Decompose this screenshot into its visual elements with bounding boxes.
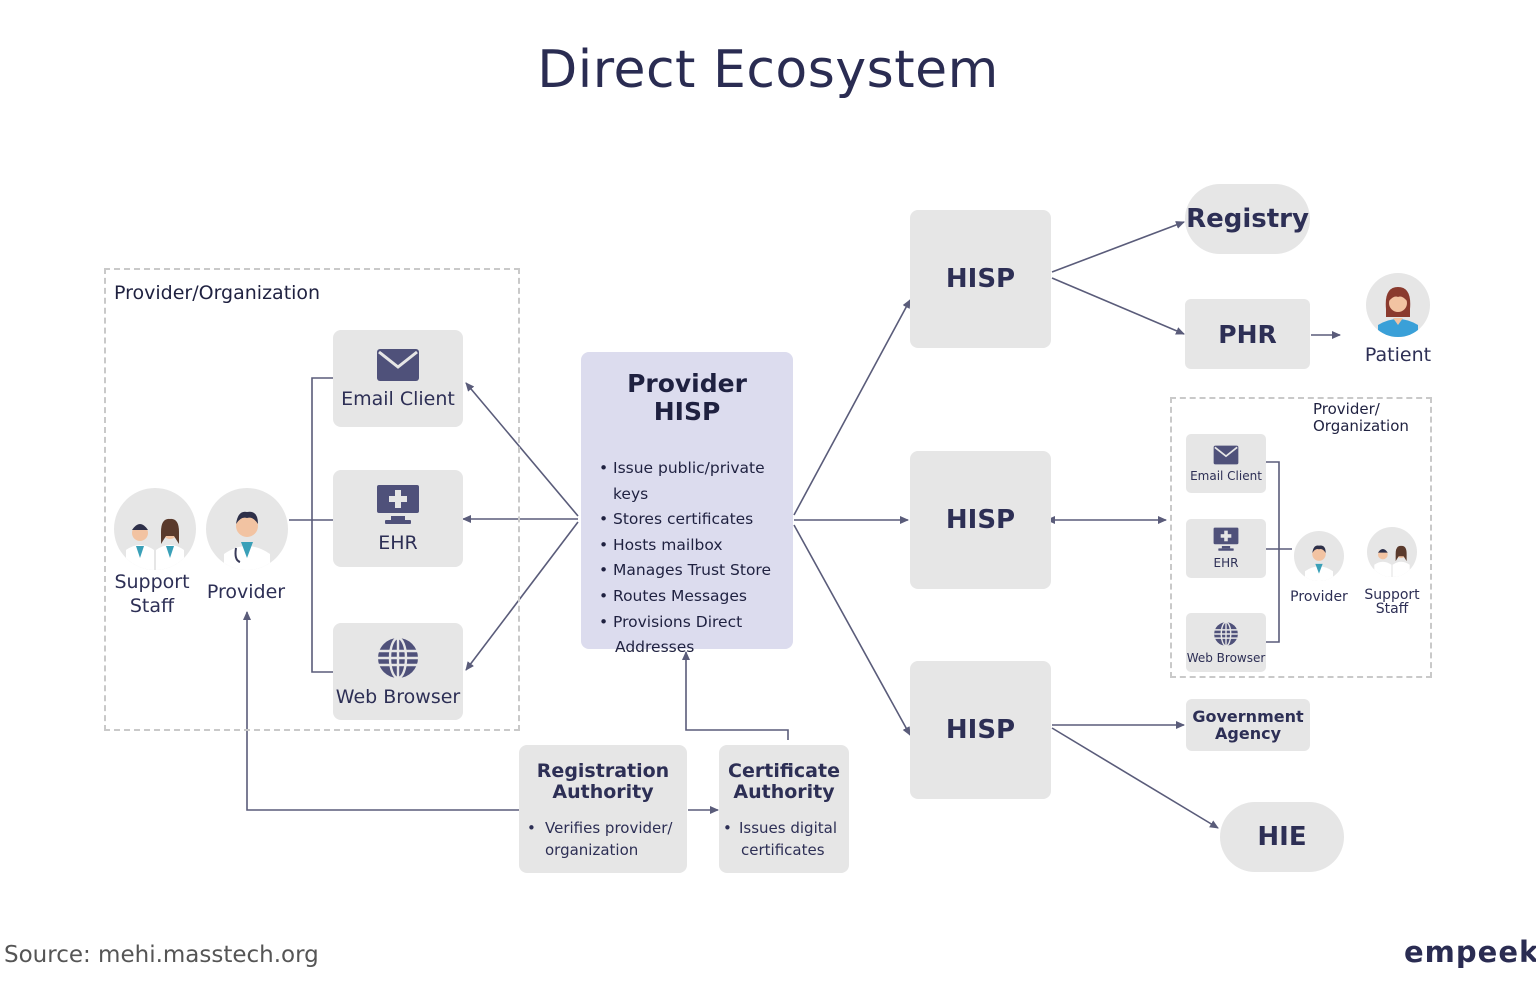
diagram-title: Direct Ecosystem <box>537 40 999 100</box>
globe-icon <box>378 636 418 679</box>
right-org-container <box>1170 397 1432 678</box>
right-support-staff-label: Support Staff <box>1364 587 1420 617</box>
source-credit: Source: mehi.masstech.org <box>4 942 319 968</box>
monitor-medical-icon <box>377 484 419 524</box>
left-org-label: Provider/Organization <box>114 282 321 304</box>
certificate-authority-title: Certificate Authority <box>728 760 840 803</box>
registration-authority-title: Registration Authority <box>536 760 670 803</box>
right-email-client-label: Email Client <box>1190 468 1262 483</box>
right-ehr[interactable]: EHR <box>1186 519 1266 578</box>
monitor-medical-icon <box>1213 527 1239 551</box>
list-item: Routes Messages <box>599 584 793 610</box>
patient-label: Patient <box>1364 344 1432 366</box>
right-email-client[interactable]: Email Client <box>1186 434 1266 493</box>
list-item: Addresses <box>615 638 695 657</box>
hisp-box-bottom[interactable]: HISP <box>910 661 1051 799</box>
right-support-staff-avatar <box>1367 527 1417 577</box>
left-ehr[interactable]: EHR <box>333 470 463 567</box>
left-org-container <box>104 268 520 731</box>
provider-hisp-title: Provider HISP <box>627 369 747 426</box>
right-web-browser[interactable]: Web Browser <box>1186 613 1266 672</box>
support-staff-label: Support Staff <box>114 571 190 617</box>
web-browser-label: Web Browser <box>335 685 461 708</box>
registration-authority-box[interactable]: Registration Authority Verifies provider… <box>519 745 687 873</box>
list-item: Hosts mailbox <box>599 533 793 559</box>
hie-node[interactable]: HIE <box>1220 802 1344 872</box>
right-provider-label: Provider <box>1290 589 1348 605</box>
list-item: Issue public/private keys <box>599 456 793 507</box>
registration-authority-bullet: Verifies provider/ organization <box>519 817 687 861</box>
brand-logo: empeek <box>1404 935 1536 969</box>
right-org-label: Provider/ Organization <box>1313 400 1409 435</box>
list-item: Manages Trust Store <box>599 558 793 584</box>
globe-icon <box>1214 620 1238 647</box>
government-agency-node[interactable]: Government Agency <box>1186 699 1310 751</box>
support-staff-avatar <box>114 488 196 570</box>
list-item: Stores certificates <box>599 507 793 533</box>
provider-hisp-box[interactable]: Provider HISP Issue public/private keys … <box>581 352 793 656</box>
ehr-label: EHR <box>378 531 418 554</box>
certificate-authority-bullet: Issues digital certificates <box>719 817 849 861</box>
envelope-icon <box>1213 445 1239 464</box>
provider-avatar <box>206 488 288 570</box>
right-provider-avatar <box>1294 531 1344 581</box>
patient-avatar <box>1366 273 1430 337</box>
hisp-box-top[interactable]: HISP <box>910 210 1051 348</box>
certificate-authority-box[interactable]: Certificate Authority Issues digital cer… <box>719 745 849 873</box>
provider-label: Provider <box>206 581 286 603</box>
right-ehr-label: EHR <box>1213 556 1239 570</box>
hisp-box-middle[interactable]: HISP <box>910 451 1051 589</box>
left-email-client[interactable]: Email Client <box>333 330 463 427</box>
envelope-icon <box>377 348 419 381</box>
phr-node[interactable]: PHR <box>1185 299 1310 369</box>
registry-node[interactable]: Registry <box>1185 184 1310 254</box>
list-item: Provisions Direct <box>599 610 793 636</box>
email-client-label: Email Client <box>341 387 455 410</box>
right-web-browser-label: Web Browser <box>1186 650 1266 665</box>
left-web-browser[interactable]: Web Browser <box>333 623 463 720</box>
provider-hisp-bullets: Issue public/private keys Stores certifi… <box>581 456 793 661</box>
